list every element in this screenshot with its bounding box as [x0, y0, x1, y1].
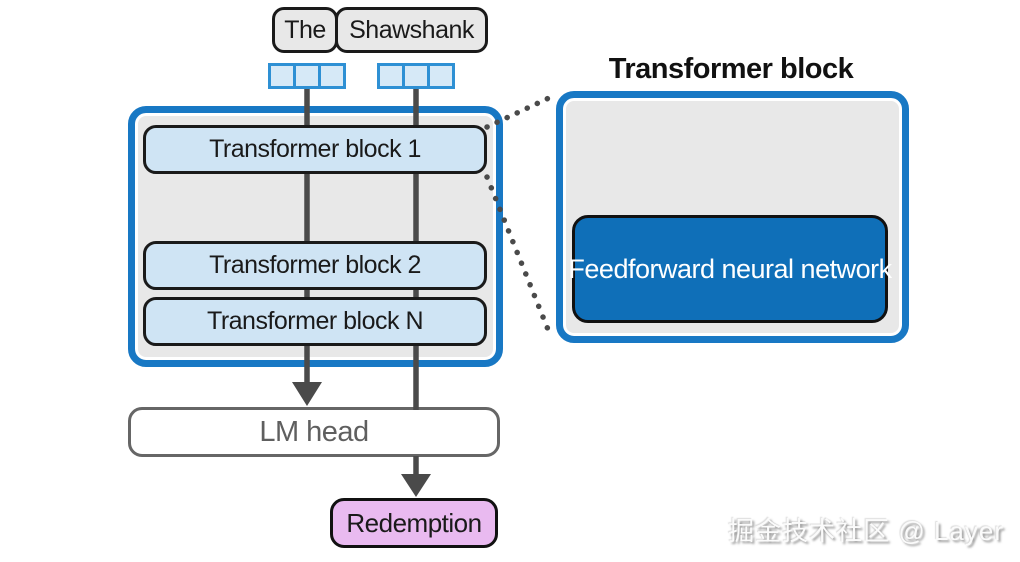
input-token-shawshank: Shawshank: [335, 7, 488, 53]
output-token-redemption: Redemption: [330, 498, 498, 548]
output-token-label: Redemption: [346, 507, 482, 538]
embedding-cell: [402, 63, 430, 89]
arrowhead-to-redemption: [401, 474, 431, 497]
embedding-cell: [377, 63, 405, 89]
token-embedding-row-left: [268, 63, 346, 89]
input-token-shawshank-label: Shawshank: [349, 15, 474, 44]
transformer-block-2: Transformer block 2: [143, 241, 487, 290]
lm-head-box: LM head: [128, 407, 500, 457]
transformer-block-n-label: Transformer block N: [206, 307, 424, 335]
input-token-the-label: The: [284, 15, 326, 44]
embedding-cell: [293, 63, 321, 89]
transformer-block-2-label: Transformer block 2: [209, 251, 421, 279]
embedding-cell: [427, 63, 455, 89]
embedding-cell: [268, 63, 296, 89]
embedding-cell: [318, 63, 346, 89]
watermark-text: 掘金技术社区 @ Layer: [728, 516, 1004, 546]
transformer-block-n: Transformer block N: [143, 297, 487, 346]
arrowhead-left-to-lm-head: [292, 382, 322, 406]
transformer-block-1: Transformer block 1: [143, 125, 487, 174]
input-token-the: The: [272, 7, 338, 53]
transformer-block-1-label: Transformer block 1: [209, 135, 421, 163]
detail-panel-title: Transformer block: [608, 52, 854, 85]
feedforward-network-label: Feedforward neural network: [568, 253, 892, 284]
feedforward-network-box: Feedforward neural network: [568, 215, 892, 323]
token-embedding-row-right: [377, 63, 455, 89]
lm-head-label: LM head: [259, 415, 369, 448]
